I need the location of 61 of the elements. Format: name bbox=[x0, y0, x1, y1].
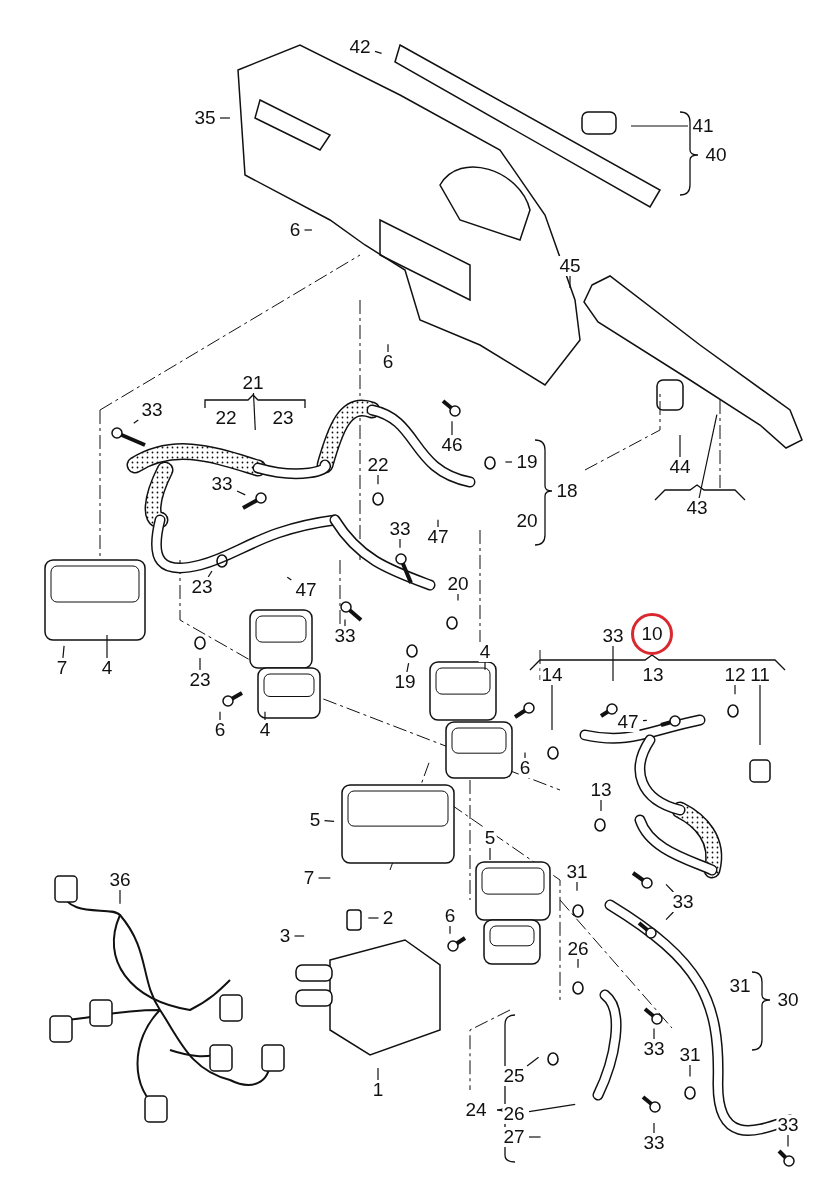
leader-line bbox=[236, 490, 246, 496]
callout-number: 6 bbox=[518, 758, 532, 778]
leader-line bbox=[734, 684, 736, 695]
leader-line bbox=[665, 883, 674, 893]
leader-line bbox=[679, 434, 681, 458]
leader-line bbox=[569, 275, 571, 289]
leader-line bbox=[374, 50, 383, 54]
leader-line bbox=[642, 719, 648, 722]
callout-number: 27 bbox=[502, 1127, 526, 1147]
callout-number: 33 bbox=[671, 892, 695, 912]
leader-line bbox=[504, 461, 513, 463]
leader-line bbox=[698, 414, 718, 499]
leader-line bbox=[437, 519, 439, 528]
leader-line bbox=[489, 847, 491, 861]
leader-line bbox=[219, 117, 231, 119]
leader-line bbox=[665, 911, 674, 921]
leader-line bbox=[303, 229, 313, 231]
leader-line bbox=[133, 419, 139, 424]
leader-line bbox=[199, 657, 201, 671]
leader-line bbox=[551, 684, 553, 731]
callout-number: 25 bbox=[502, 1066, 526, 1086]
leader-line bbox=[449, 925, 451, 935]
callout-number: 10 bbox=[631, 613, 673, 655]
leader-line bbox=[387, 343, 389, 353]
leader-line bbox=[451, 420, 453, 436]
callout-number: 47 bbox=[616, 712, 640, 732]
leader-line bbox=[317, 877, 331, 879]
leader-line bbox=[528, 1103, 576, 1113]
leader-line bbox=[286, 576, 292, 581]
leader-line bbox=[119, 889, 121, 905]
leader-line bbox=[106, 634, 108, 659]
leader-line bbox=[689, 1064, 691, 1078]
leader-line bbox=[484, 661, 486, 671]
callout-number: 26 bbox=[502, 1104, 526, 1124]
leader-line bbox=[759, 684, 761, 746]
leader-line bbox=[653, 1122, 655, 1134]
leader-line bbox=[612, 645, 614, 682]
callout-number: 45 bbox=[558, 256, 582, 276]
leader-line bbox=[377, 474, 379, 485]
leader-line bbox=[377, 1067, 379, 1081]
leader-line bbox=[600, 799, 602, 812]
leader-line bbox=[577, 958, 579, 969]
leader-line bbox=[787, 1134, 789, 1148]
leader-line bbox=[457, 593, 459, 602]
leader-line bbox=[252, 392, 256, 431]
leader-line bbox=[323, 820, 335, 822]
callout-number: 4 bbox=[478, 642, 492, 662]
leader-line bbox=[367, 917, 380, 919]
leader-line bbox=[524, 751, 526, 759]
leader-line bbox=[219, 711, 221, 721]
leader-line bbox=[264, 711, 266, 721]
leader-line bbox=[526, 1056, 540, 1067]
leader-line bbox=[406, 662, 410, 673]
leader-line bbox=[344, 618, 346, 627]
leader-line bbox=[62, 645, 65, 659]
leader-line bbox=[576, 881, 578, 892]
leader-line bbox=[293, 935, 305, 937]
leader-line bbox=[653, 1027, 655, 1040]
leader-line bbox=[399, 538, 401, 549]
leader-line bbox=[630, 125, 689, 127]
leader-line bbox=[528, 1136, 542, 1138]
